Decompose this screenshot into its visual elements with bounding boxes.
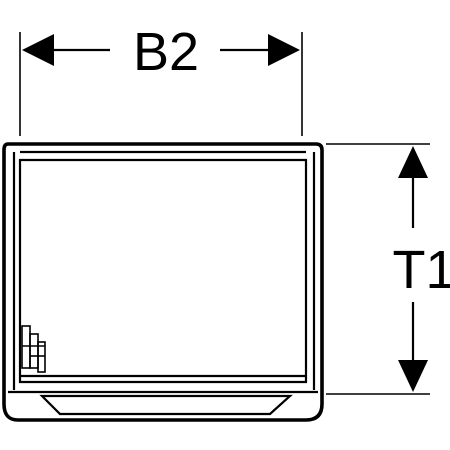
depth-dimension: T1 (326, 143, 450, 395)
cabinet-inner-outline (18, 158, 308, 384)
width-label: B2 (133, 22, 199, 82)
cabinet-outer-outline (2, 142, 324, 422)
width-arrow-left-icon (22, 34, 54, 66)
depth-arrow-down-icon (398, 360, 428, 392)
width-dimension: B2 (19, 22, 303, 136)
cabinet-front-bevel (39, 394, 293, 416)
depth-arrow-up-icon (398, 146, 428, 178)
width-arrow-right-icon (268, 34, 300, 66)
cabinet-top-view (2, 142, 324, 422)
depth-label: T1 (392, 240, 450, 300)
hinge-icon (21, 325, 46, 373)
